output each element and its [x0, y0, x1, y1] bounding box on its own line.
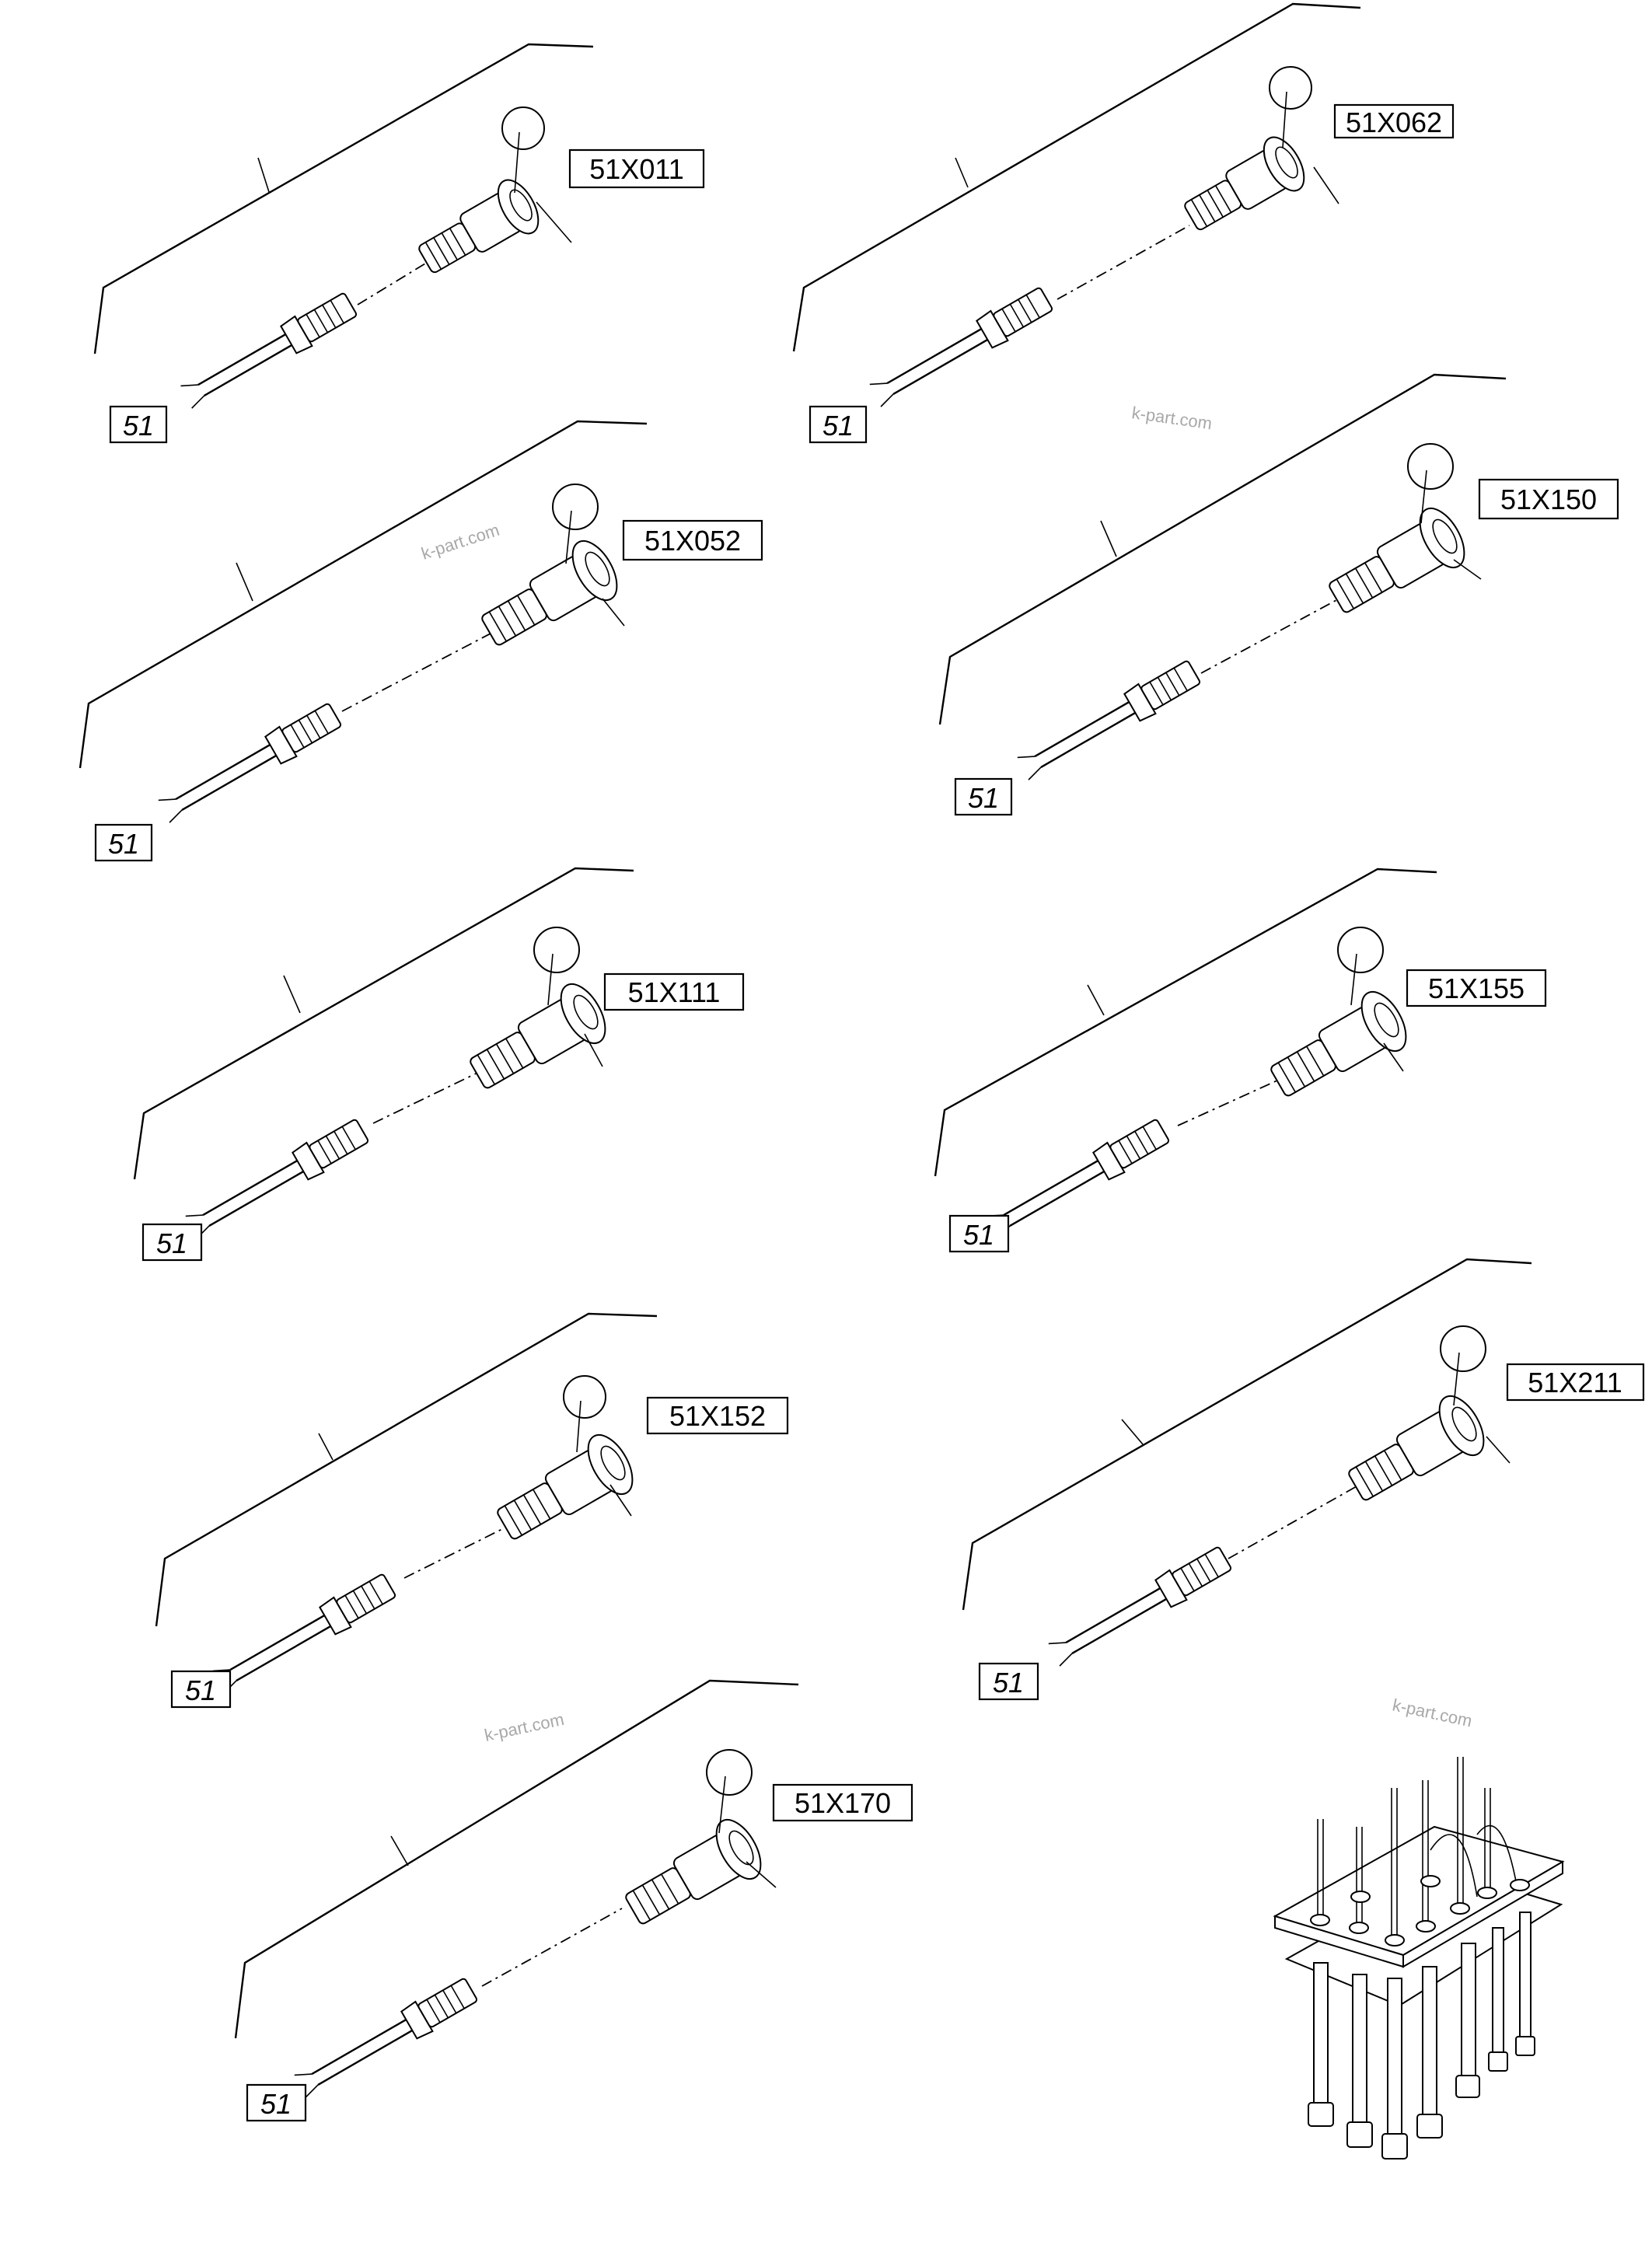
wire-label-box [809, 405, 868, 444]
wire-label: 51 [823, 410, 854, 442]
connector-group-51X170: 51X170 51 [234, 1679, 913, 2122]
wire-label: 51 [968, 782, 999, 814]
receptacle-connector [497, 1434, 634, 1540]
connector-group-51X011: 51X011 51 [93, 43, 705, 444]
watermark: k-part.com [1130, 403, 1213, 433]
part-label: 51X155 [1428, 972, 1525, 1004]
plug-connector [180, 292, 358, 409]
plug-connector [212, 1573, 396, 1694]
part-label-box [1506, 1363, 1645, 1402]
part-label-box [1406, 969, 1547, 1007]
wire-label: 51 [123, 410, 154, 442]
watermark: k-part.com [419, 520, 502, 564]
part-label-box [646, 1396, 789, 1435]
plug-connector [1048, 1546, 1232, 1667]
part-label: 51X062 [1346, 106, 1442, 138]
dust-cap [552, 484, 599, 530]
wire-label-box [954, 777, 1013, 816]
dust-cap [1337, 927, 1384, 973]
wire-label: 51 [185, 1674, 216, 1706]
watermark: k-part.com [483, 1709, 566, 1745]
wire-label-box [948, 1214, 1010, 1253]
bulkhead-assembly-overview [1273, 1757, 1565, 2159]
connector-group-51X152: 51X152 51 [155, 1312, 789, 1709]
part-label-box [622, 519, 763, 561]
receptacle-connector [625, 1819, 762, 1925]
wire-label-box [170, 1670, 232, 1709]
watermark: k-part.com [1391, 1695, 1474, 1730]
part-label: 51X211 [1528, 1367, 1622, 1398]
wire-label-box [94, 823, 153, 862]
hole-rings [1310, 1875, 1530, 1947]
plug-connector [986, 1119, 1170, 1239]
wire-label: 51 [156, 1227, 187, 1259]
plug-connector [158, 703, 342, 823]
part-label-box [603, 972, 745, 1011]
lower-conduits [1308, 1912, 1535, 2159]
receptacle-connector [481, 540, 618, 646]
dust-cap [706, 1749, 753, 1796]
part-label-box [1333, 103, 1455, 139]
wire-label-box [978, 1662, 1039, 1701]
receptacle-connector [470, 983, 606, 1089]
cable-bundle [1317, 1757, 1517, 1936]
receptacle-connector [418, 179, 540, 274]
dust-cap [1407, 443, 1454, 490]
dust-cap [1440, 1325, 1486, 1372]
part-label: 51X150 [1500, 484, 1597, 515]
connector-group-51X155: 51X155 51 [934, 868, 1547, 1253]
dust-cap [533, 927, 580, 973]
plug-connector [1017, 660, 1201, 780]
wire-label-box [109, 405, 168, 444]
receptacle-connector [1348, 1395, 1485, 1501]
connector-group-51X062: 51X062 51 [792, 2, 1455, 444]
wire-label: 51 [993, 1667, 1024, 1699]
connector-group-51X111: 51X111 51 [133, 867, 745, 1262]
wire-label: 51 [260, 2088, 292, 2120]
part-label: 51X011 [589, 153, 683, 185]
part-label: 51X052 [644, 525, 741, 557]
part-label: 51X152 [669, 1400, 766, 1432]
receptacle-connector [1184, 136, 1305, 231]
connector-group-51X150: 51X150 51 [938, 373, 1619, 816]
plug-connector [294, 1978, 478, 2098]
wire-label-box [141, 1223, 203, 1262]
part-label-box [772, 1783, 913, 1822]
dust-cap [563, 1375, 606, 1419]
connector-group-51X052: 51X052 51 [79, 420, 763, 862]
receptacle-connector [1329, 508, 1465, 613]
connector-group-51X211: 51X211 51 [962, 1258, 1645, 1701]
part-label: 51X170 [795, 1787, 891, 1819]
dust-cap [501, 106, 545, 150]
wire-label-box [246, 2083, 307, 2122]
part-label-box [568, 148, 705, 189]
part-label: 51X111 [628, 976, 721, 1008]
plug-connector [869, 287, 1053, 407]
plug-connector [185, 1119, 369, 1239]
dust-cap [1269, 66, 1312, 110]
wire-label: 51 [963, 1219, 994, 1251]
receptacle-connector [1270, 991, 1407, 1097]
wire-label: 51 [108, 828, 139, 860]
part-label-box [1478, 478, 1619, 520]
